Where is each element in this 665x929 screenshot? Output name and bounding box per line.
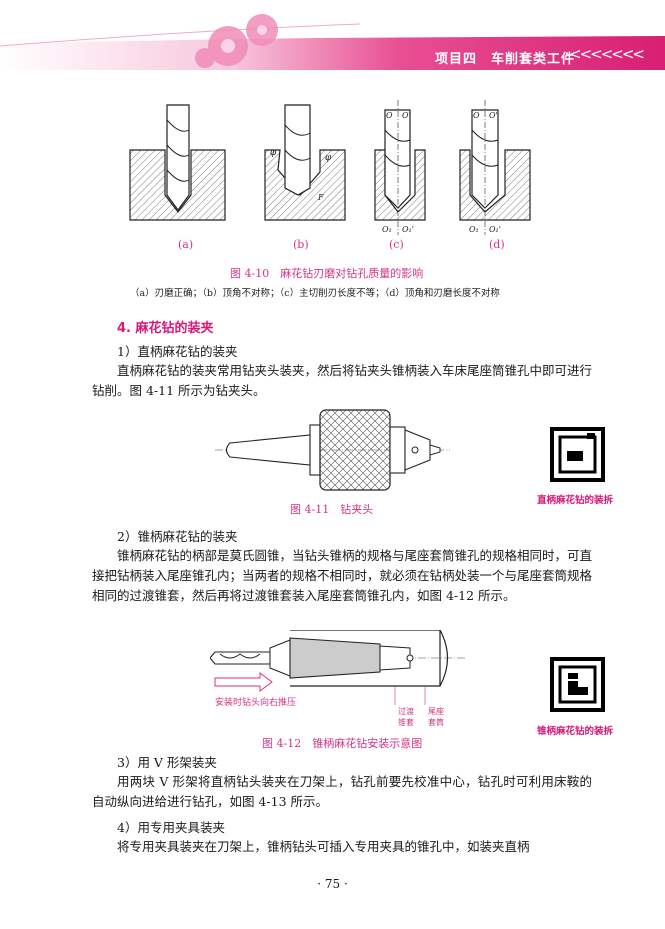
svg-text:F: F: [317, 193, 324, 202]
qr-label-taper-shank: 锥柄麻花钻的装拆: [537, 726, 614, 737]
svg-text:O₁: O₁: [469, 225, 479, 234]
drill-diagram-c: O O' O₁ O₁': [374, 100, 426, 235]
section-title: 4. 麻花钻的装夹: [117, 321, 214, 336]
svg-text:O': O': [402, 111, 411, 120]
figure-label-c: (c): [389, 238, 404, 251]
figure-4-10-subcaption: （a）刃磨正确；（b）顶角不对称；（c）主切削刃长度不等；（d）顶角和刃磨长度不…: [130, 288, 500, 299]
svg-text:φ: φ: [325, 153, 332, 163]
figure-4-11-drawing: [215, 409, 450, 491]
figure-4-12-arrow-label: 安装时钻头向右推压: [215, 698, 297, 708]
svg-text:O₁': O₁': [402, 225, 414, 234]
svg-text:O: O: [386, 111, 393, 120]
qr-label-straight-shank: 直柄麻花钻的装拆: [537, 495, 614, 506]
figure-label-a: (a): [178, 238, 194, 251]
figure-4-11-caption: 图 4-11 钻夹头: [290, 503, 374, 516]
header-arrows: <<<<<<<: [569, 45, 645, 63]
sub3-paragraph: 用两块 V 形架将直柄钻头装夹在刀架上，钻孔前要先校准中心，钻孔时可利用床鞍的自…: [92, 774, 592, 809]
sub2-paragraph: 锥柄麻花钻的柄部是莫氏圆锥，当钻头锥柄的规格与尾座套筒锥孔的规格相同时，可直接把…: [92, 548, 593, 603]
sub3-heading: 3）用 V 形架装夹: [117, 755, 217, 770]
header-banner: [0, 0, 665, 70]
sub4-paragraph: 将专用夹具装夹在刀架上，锥柄钻头可插入专用夹具的锥孔中，如装夹直柄: [117, 839, 530, 854]
chapter-title: 项目四 车削套类工件: [434, 52, 575, 67]
qr-code-icon[interactable]: [550, 427, 605, 482]
sub4-heading: 4）用专用夹具装夹: [117, 820, 225, 835]
qr-code-icon[interactable]: [550, 657, 605, 712]
svg-text:O': O': [489, 111, 498, 120]
svg-text:φ: φ: [270, 148, 277, 158]
sub2-heading: 2）锥柄麻花钻的装夹: [117, 529, 238, 544]
figure-4-12-drawing: [210, 630, 465, 705]
figure-label-b: (b): [293, 238, 309, 251]
figure-4-10-caption: 图 4-10 麻花钻刃磨对钻孔质量的影响: [230, 267, 424, 280]
drill-diagram-d: O O' O₁ O₁': [459, 100, 531, 235]
drill-diagram-b: φ φ F: [264, 104, 346, 221]
figure-4-12-caption: 图 4-12 锥柄麻花钻安装示意图: [262, 737, 423, 750]
figure-label-d: (d): [489, 238, 505, 251]
figure-4-12-part2: 尾座套筒: [428, 707, 444, 727]
drill-diagram-a: [129, 104, 226, 221]
figure-4-10-drawing: φ φ F O O' O₁ O₁' O O' O₁ O₁': [129, 100, 531, 235]
page-number: · 75 ·: [317, 877, 348, 891]
sub1-heading: 1）直柄麻花钻的装夹: [117, 344, 238, 359]
svg-text:O: O: [473, 111, 480, 120]
figure-4-12-part1: 过渡锥套: [398, 707, 414, 727]
svg-text:O₁': O₁': [489, 225, 501, 234]
svg-text:O₁: O₁: [382, 225, 392, 234]
sub1-paragraph: 直柄麻花钻的装夹常用钻夹头装夹，然后将钻夹头锥柄装入车床尾座筒锥孔中即可进行钻削…: [92, 363, 593, 398]
